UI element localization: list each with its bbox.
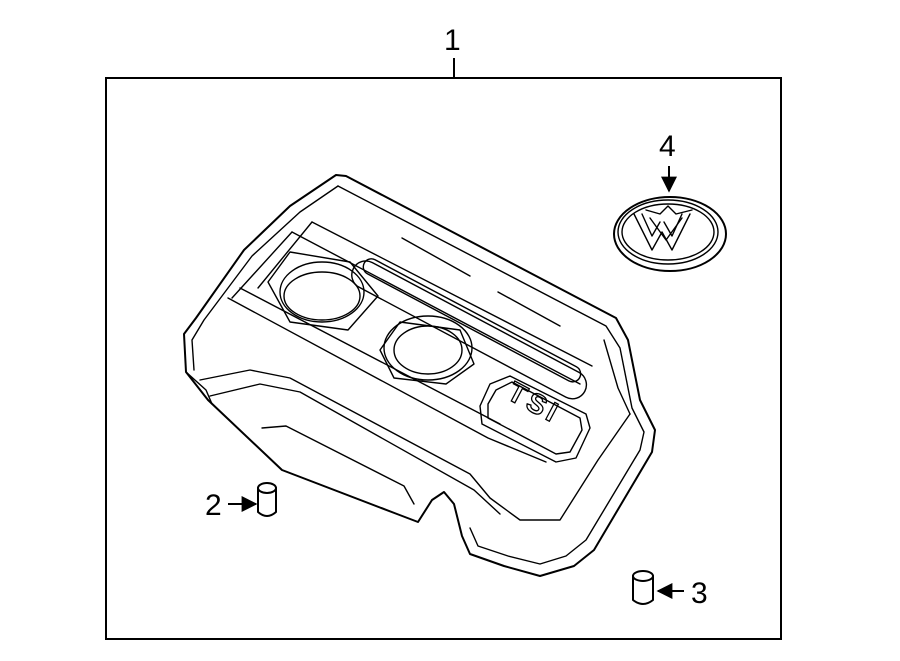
engine-cover-outline xyxy=(183,174,656,577)
callout-2-label: 2 xyxy=(205,489,222,522)
engine-cover: TSI xyxy=(183,174,656,577)
callout-3-label: 3 xyxy=(691,577,708,610)
callout-1-label: 1 xyxy=(444,24,461,57)
badge-plate xyxy=(479,375,591,463)
cover-badge-text: TSI xyxy=(503,376,567,429)
callout-4-label: 4 xyxy=(659,130,676,163)
diagram-frame xyxy=(105,77,782,640)
clip-left-part: 2 xyxy=(205,482,277,522)
grommet-icon xyxy=(632,570,654,605)
clip-right-part: 3 xyxy=(632,570,708,610)
vw-emblem-icon xyxy=(613,196,727,272)
grommet-icon xyxy=(257,482,277,517)
emblem-part: 4 xyxy=(613,130,727,272)
